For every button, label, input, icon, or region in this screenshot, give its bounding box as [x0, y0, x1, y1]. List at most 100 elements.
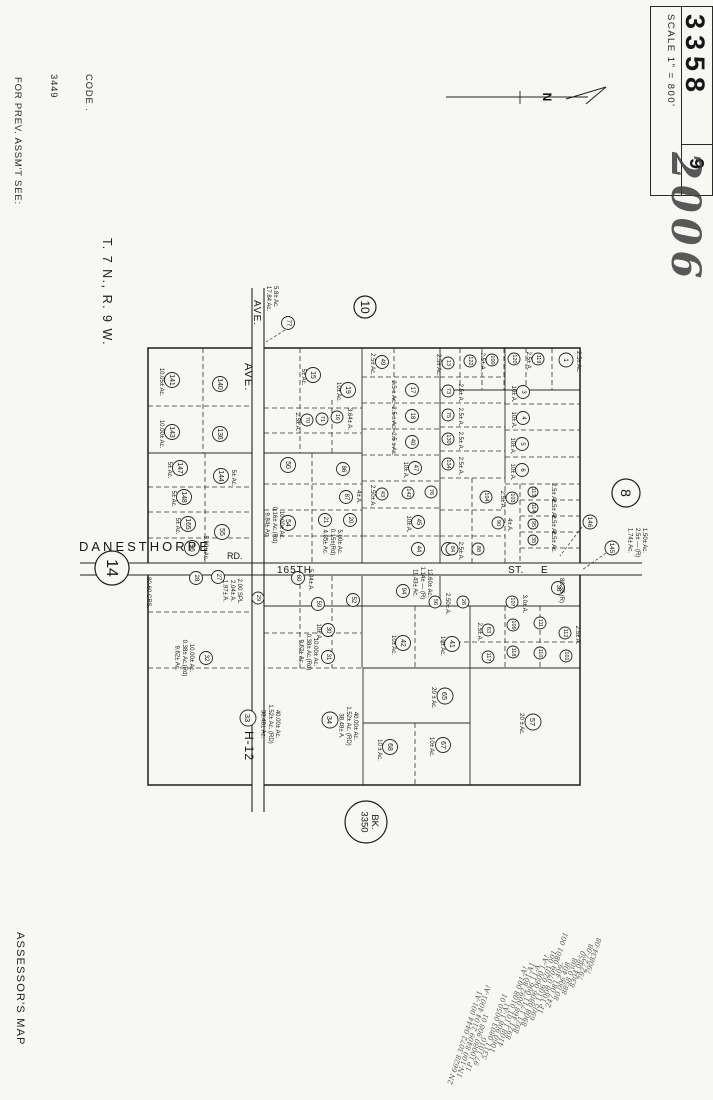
svg-text:4: 4 [520, 416, 526, 420]
svg-text:2.5± A.: 2.5± A. [476, 623, 482, 642]
section-marker: 8 [611, 478, 641, 508]
svg-text:34: 34 [326, 716, 335, 724]
svg-text:2.5± A.: 2.5± A. [574, 626, 580, 645]
svg-text:2.5± A.: 2.5± A. [457, 542, 463, 561]
svg-text:70: 70 [304, 417, 310, 423]
svg-text:41: 41 [449, 640, 456, 648]
edge-note: 5.8± Ac.17.84 Ac. [265, 286, 278, 311]
code-value: 3449 [47, 74, 59, 99]
street-label: DANESTHORPE [79, 539, 211, 554]
edge-note: 80-60 CRS. [145, 577, 151, 609]
township-range-note: T. 7 N., R. 9 W. [100, 238, 114, 347]
parcel-marker: 117 [481, 650, 495, 664]
footer-line1: ASSESSOR'S MAP [14, 932, 27, 1046]
svg-text:10± A.: 10± A. [510, 412, 516, 429]
svg-text:10± A.: 10± A. [510, 386, 516, 403]
street-label: AVE. [242, 363, 254, 391]
street-label: H-12 [242, 731, 256, 761]
svg-text:113: 113 [530, 488, 536, 497]
parcel-marker: 510± A. [509, 437, 529, 455]
svg-text:36: 36 [555, 585, 561, 592]
book-reference-circle: BK.3350 [344, 800, 388, 844]
parcel-marker: 59 [311, 597, 325, 611]
svg-text:54: 54 [285, 519, 292, 527]
svg-text:119: 119 [535, 355, 541, 364]
svg-text:27: 27 [215, 574, 221, 581]
svg-text:10.00± Ac.: 10.00± Ac. [158, 420, 164, 449]
svg-text:BK.3350: BK.3350 [358, 811, 380, 832]
svg-text:20 ± Ac.: 20 ± Ac. [430, 687, 436, 709]
svg-text:2.5 ± Ac.: 2.5 ± Ac. [390, 406, 396, 430]
leader-lines [265, 329, 607, 571]
svg-text:2.5± Ac.: 2.5± Ac. [369, 353, 375, 375]
svg-text:5± Ac.: 5± Ac. [170, 491, 176, 508]
svg-text:10± A.: 10± A. [315, 624, 321, 641]
svg-text:21: 21 [322, 517, 328, 524]
parcel-marker: 101 [559, 649, 573, 663]
svg-text:10.00± Ac.0.16± Ac.(Rd)9.84± A: 10.00± Ac.0.16± Ac.(Rd)9.84± Ac. [264, 507, 284, 544]
svg-text:8: 8 [618, 489, 634, 497]
parcel-marker: 77 [281, 316, 295, 330]
section-marker: 10 [353, 295, 377, 319]
year-stamp: 2006 [662, 152, 709, 284]
svg-text:87: 87 [343, 494, 349, 501]
parcel-marker: 29 [251, 591, 265, 605]
svg-text:75: 75 [445, 412, 451, 418]
parcel-marker: 172.5 ± Ac. [390, 380, 419, 404]
svg-text:47: 47 [412, 465, 418, 472]
parcel-marker: 71 [315, 412, 329, 426]
parcel-marker: 49 2.5± Ac. [369, 353, 389, 375]
svg-text:5.04± A.: 5.04± A. [307, 569, 313, 591]
parcel-marker: 50 [280, 457, 296, 473]
svg-text:4± A.: 4± A. [506, 518, 512, 532]
svg-text:110: 110 [537, 649, 543, 658]
svg-text:2.5± A.: 2.5± A. [457, 432, 463, 451]
svg-text:118: 118 [510, 648, 516, 657]
parcel-marker: 702.5± A. [294, 413, 314, 432]
svg-text:144: 144 [218, 470, 225, 482]
svg-text:15: 15 [310, 371, 317, 379]
svg-text:10± A.: 10± A. [402, 462, 408, 479]
svg-text:19: 19 [345, 386, 352, 394]
svg-text:49: 49 [379, 359, 385, 366]
svg-text:26: 26 [460, 599, 466, 605]
parcel-marker: 55 [214, 524, 230, 540]
svg-text:29: 29 [255, 595, 261, 601]
svg-text:100: 100 [489, 355, 495, 364]
parcel-marker: 88 [471, 542, 485, 556]
svg-text:10± Ac.: 10± Ac. [428, 737, 434, 757]
parcel-marker: 272.00 SPL2.04± A.1.97± A. [211, 570, 242, 604]
svg-text:2.5± Ac.: 2.5± Ac. [550, 515, 556, 537]
svg-text:10± Ac.: 10± Ac. [390, 635, 396, 655]
svg-text:40: 40 [409, 439, 415, 446]
svg-text:10.00± Ac.0.38± Ac.(Rd)9.62± A: 10.00± Ac.0.38± Ac.(Rd)9.62± Ac. [298, 634, 318, 671]
svg-text:31: 31 [325, 654, 331, 661]
svg-text:2.5± A.: 2.5± A. [525, 352, 531, 371]
svg-text:73: 73 [445, 388, 451, 394]
svg-text:80.35 (R): 80.35 (R) [558, 578, 564, 603]
svg-text:117: 117 [485, 653, 491, 662]
parcel-marker: 182.5 ± Ac. [390, 406, 419, 430]
svg-text:28: 28 [193, 575, 199, 582]
svg-text:109: 109 [510, 620, 516, 629]
svg-text:141: 141 [169, 374, 176, 386]
svg-text:2.50± A.: 2.50± A. [369, 485, 375, 507]
